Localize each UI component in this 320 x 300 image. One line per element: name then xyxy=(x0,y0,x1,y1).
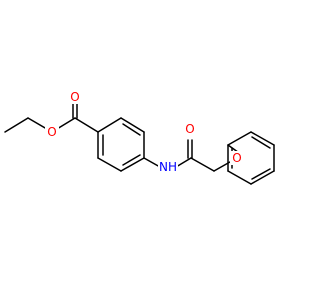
atom-ester-carbonyl-o: O xyxy=(70,90,79,104)
ring-double-bond xyxy=(251,136,271,149)
ethyl-group xyxy=(4,117,53,133)
atom-ester-alkoxy-o: O xyxy=(47,125,56,139)
ring-double-bond xyxy=(122,123,141,136)
ring-bond xyxy=(227,170,252,185)
atom-ether-o: O xyxy=(232,151,241,165)
ring-bond xyxy=(120,157,145,172)
ring-bond xyxy=(250,170,275,185)
atom-amide-o: O xyxy=(185,122,194,136)
ring-bond xyxy=(227,131,252,146)
ring-bond xyxy=(97,157,122,172)
bond-carbonyl-ring xyxy=(74,117,99,133)
benzene-ring xyxy=(97,117,145,172)
molecule-structure: O O NH O O xyxy=(4,90,275,185)
bond-ring-nh xyxy=(143,157,161,168)
atom-amide-nh: NH xyxy=(159,160,177,174)
bond-carbonyl-ch2 xyxy=(190,157,215,172)
ring-double-bond xyxy=(251,168,271,180)
bond-nh-carbonyl xyxy=(175,157,192,168)
ring-double-bond xyxy=(122,154,141,166)
ring-bond xyxy=(250,131,275,146)
ring-bond xyxy=(97,117,122,133)
amide-linker xyxy=(143,139,238,172)
atom-labels: O O NH O O xyxy=(45,90,244,174)
bond-ch3-ch2 xyxy=(4,117,29,133)
ring-bond xyxy=(120,117,145,133)
